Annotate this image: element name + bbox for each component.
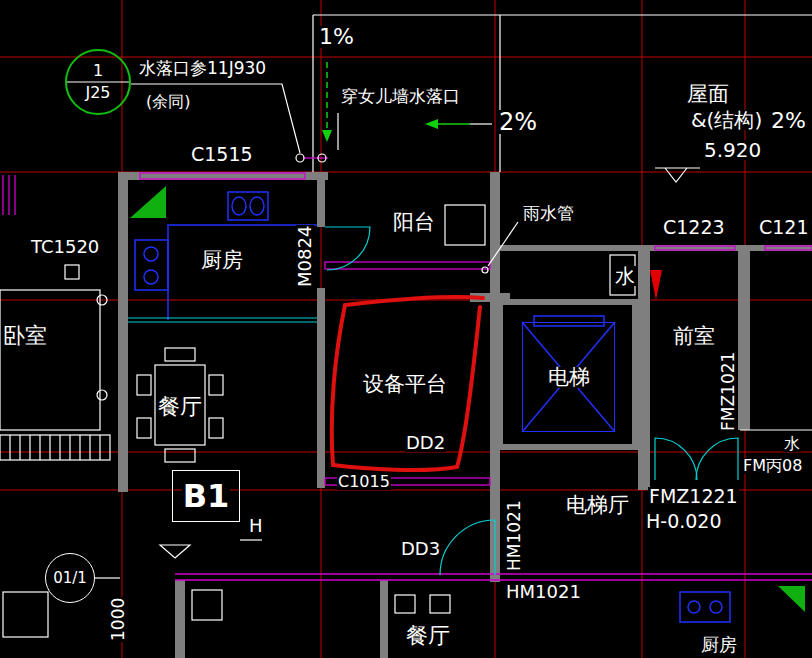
plan-label: C1223 bbox=[662, 218, 726, 237]
plan-label: 电梯厅 bbox=[565, 495, 630, 516]
plan-label: 雨水管 bbox=[522, 205, 575, 222]
plan-label: 2% bbox=[770, 110, 807, 132]
node-text: B1 bbox=[182, 480, 231, 512]
node-text: 设备平台 bbox=[362, 374, 448, 395]
plan-label: HM1021 bbox=[505, 583, 582, 601]
plan-label: 5.920 bbox=[703, 140, 762, 160]
plan-label: DD2 bbox=[405, 434, 446, 452]
plan-label: H-0.020 bbox=[645, 512, 723, 531]
plan-label: FMZ1021 bbox=[720, 351, 737, 432]
node-text: 电梯 bbox=[547, 367, 591, 388]
plan-label: HM1021 bbox=[506, 499, 523, 572]
node-text: 1 bbox=[92, 63, 104, 79]
plan-label: C1015 bbox=[337, 474, 391, 490]
plan-label: &(结构) bbox=[690, 110, 763, 130]
plan-label: 1000 bbox=[110, 597, 127, 642]
plan-label: 水落口参11J930 bbox=[138, 60, 267, 77]
plan-label: 卧室 bbox=[2, 325, 48, 347]
plan-label: M0824 bbox=[296, 225, 314, 288]
node-text: J25 bbox=[84, 85, 111, 101]
node-text: 01/1 bbox=[52, 571, 88, 586]
plan-label: TC1520 bbox=[30, 238, 100, 256]
plan-label: 2% bbox=[498, 110, 538, 134]
index-callout-circle: 01/1 bbox=[45, 553, 95, 603]
plan-label: 厨房 bbox=[200, 250, 244, 271]
plan-label: 1% bbox=[318, 26, 355, 48]
plan-label: C121 bbox=[758, 218, 810, 237]
elevator-box: 电梯 bbox=[522, 322, 615, 432]
plan-label: (余同) bbox=[145, 94, 191, 110]
plan-label: DD3 bbox=[400, 540, 441, 558]
plan-label: 穿女儿墙水落口 bbox=[340, 88, 461, 105]
plan-label: 水 bbox=[783, 436, 801, 452]
plan-label: H bbox=[248, 517, 264, 535]
plan-label: 阳台 bbox=[392, 212, 436, 233]
unit-tag-box: B1 bbox=[172, 470, 240, 522]
plan-label: 餐厅 bbox=[405, 625, 451, 647]
plan-label: FMZ1221 bbox=[648, 487, 739, 506]
plan-label: 餐厅 bbox=[157, 396, 203, 418]
plan-label: FM丙08 bbox=[742, 458, 803, 474]
plan-label: 水 bbox=[614, 266, 636, 286]
detail-callout-circle: 1J25 bbox=[65, 49, 131, 115]
plan-label: 前室 bbox=[672, 326, 716, 347]
plan-label: 屋面 bbox=[686, 84, 730, 105]
plan-label: C1515 bbox=[190, 145, 254, 164]
plan-label: 厨房 bbox=[700, 636, 738, 654]
